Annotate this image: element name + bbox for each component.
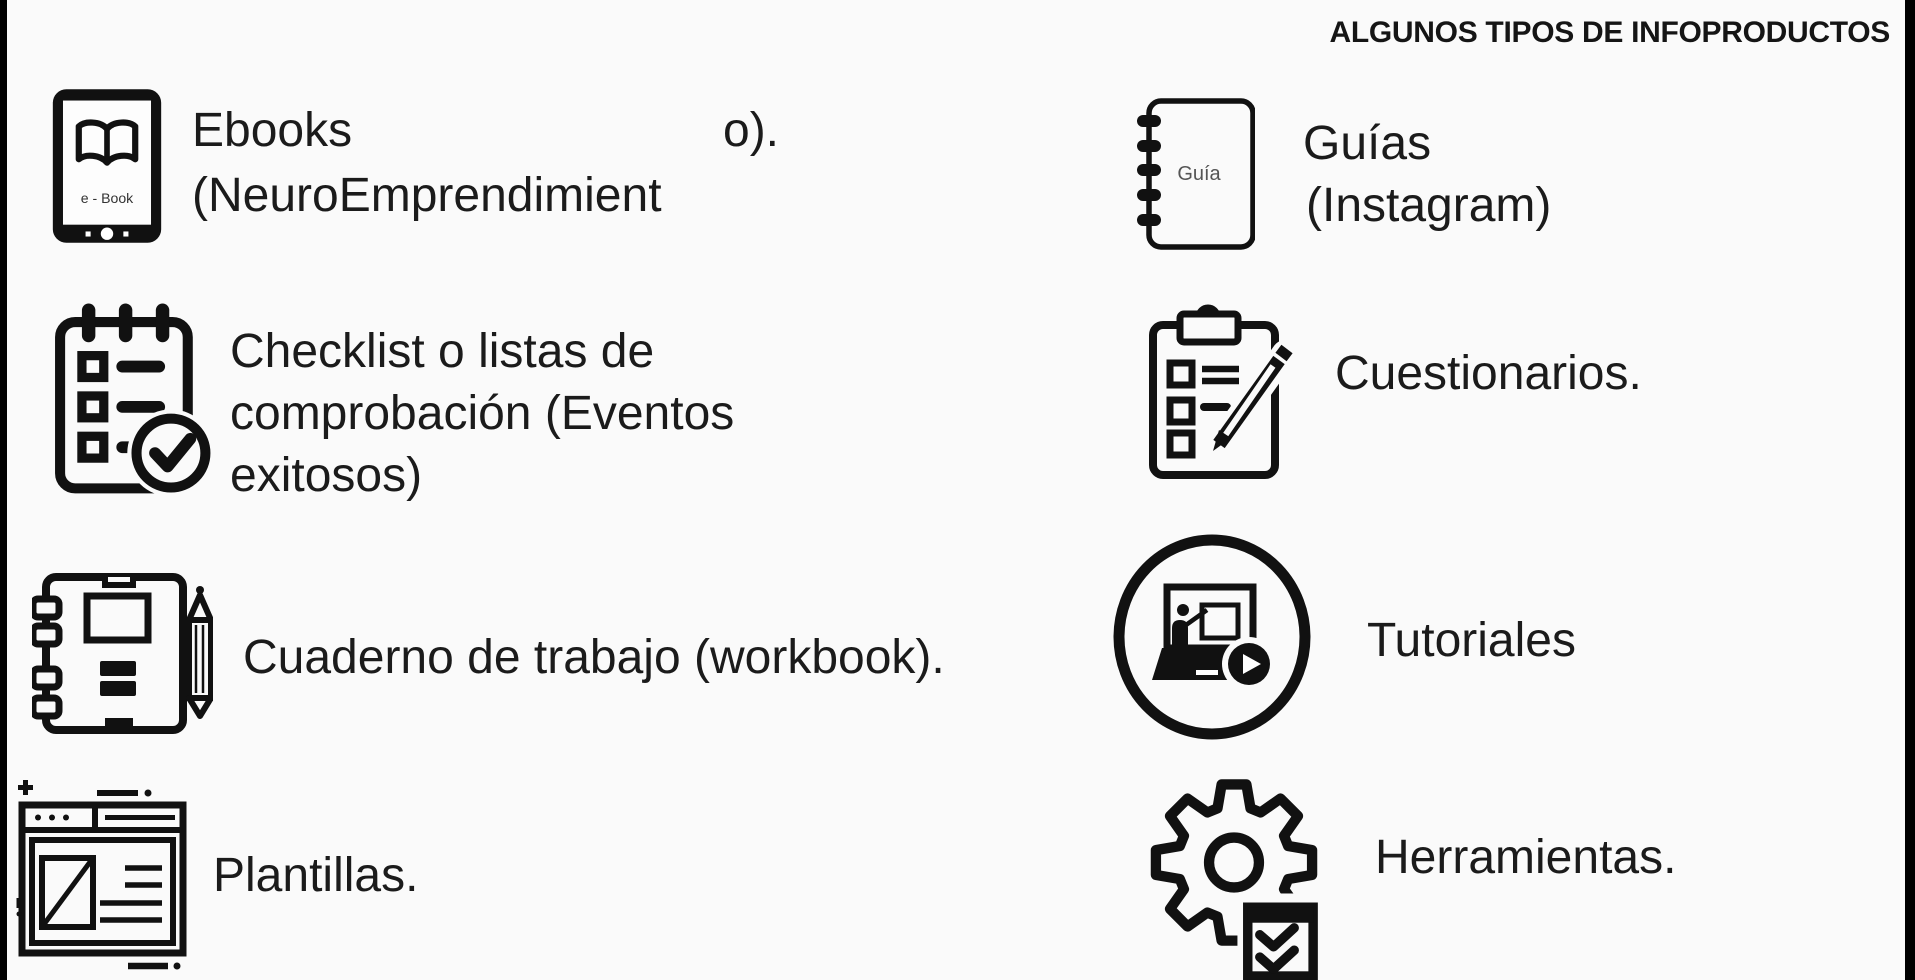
tutorials-label-line1: Tutoriales — [1367, 614, 1576, 667]
workbook-label-line1: Cuaderno de trabajo (workbook). — [243, 631, 945, 684]
guides-label-line2: (Instagram) — [1306, 179, 1552, 232]
left-edge-bar — [0, 0, 7, 980]
templates-label-line1: Plantillas. — [213, 849, 419, 902]
tutorial-video-icon — [1113, 534, 1311, 740]
checklist-icon — [55, 303, 215, 497]
questionnaires-label-line1: Cuestionarios. — [1335, 347, 1642, 400]
guides-label-line1: Guías — [1303, 117, 1432, 170]
template-browser-icon — [16, 780, 187, 970]
ebook-tablet-icon: e - Book — [52, 89, 162, 243]
ebook-icon-label: e - Book — [81, 190, 134, 206]
guide-icon-label: Guía — [1177, 163, 1221, 185]
tools-gear-icon — [1150, 779, 1320, 980]
ebooks-label-line2: (NeuroEmprendimient — [192, 169, 662, 222]
guide-notebook-icon: Guía — [1137, 98, 1255, 250]
checklist-label-line3: exitosos) — [230, 449, 423, 502]
ebooks-label-line1: Ebooks o). — [192, 104, 780, 157]
workbook-icon — [32, 573, 213, 734]
checklist-label-line1: Checklist o listas de — [230, 325, 655, 378]
questionnaire-clipboard-icon — [1149, 304, 1297, 479]
checklist-label-line2: comprobación (Eventos — [230, 387, 735, 440]
right-edge-bar — [1905, 0, 1915, 980]
page-title: ALGUNOS TIPOS DE INFOPRODUCTOS — [1329, 16, 1891, 49]
tools-label-line1: Herramientas. — [1375, 831, 1677, 884]
ebooks-overflow-text: o). — [723, 104, 780, 157]
